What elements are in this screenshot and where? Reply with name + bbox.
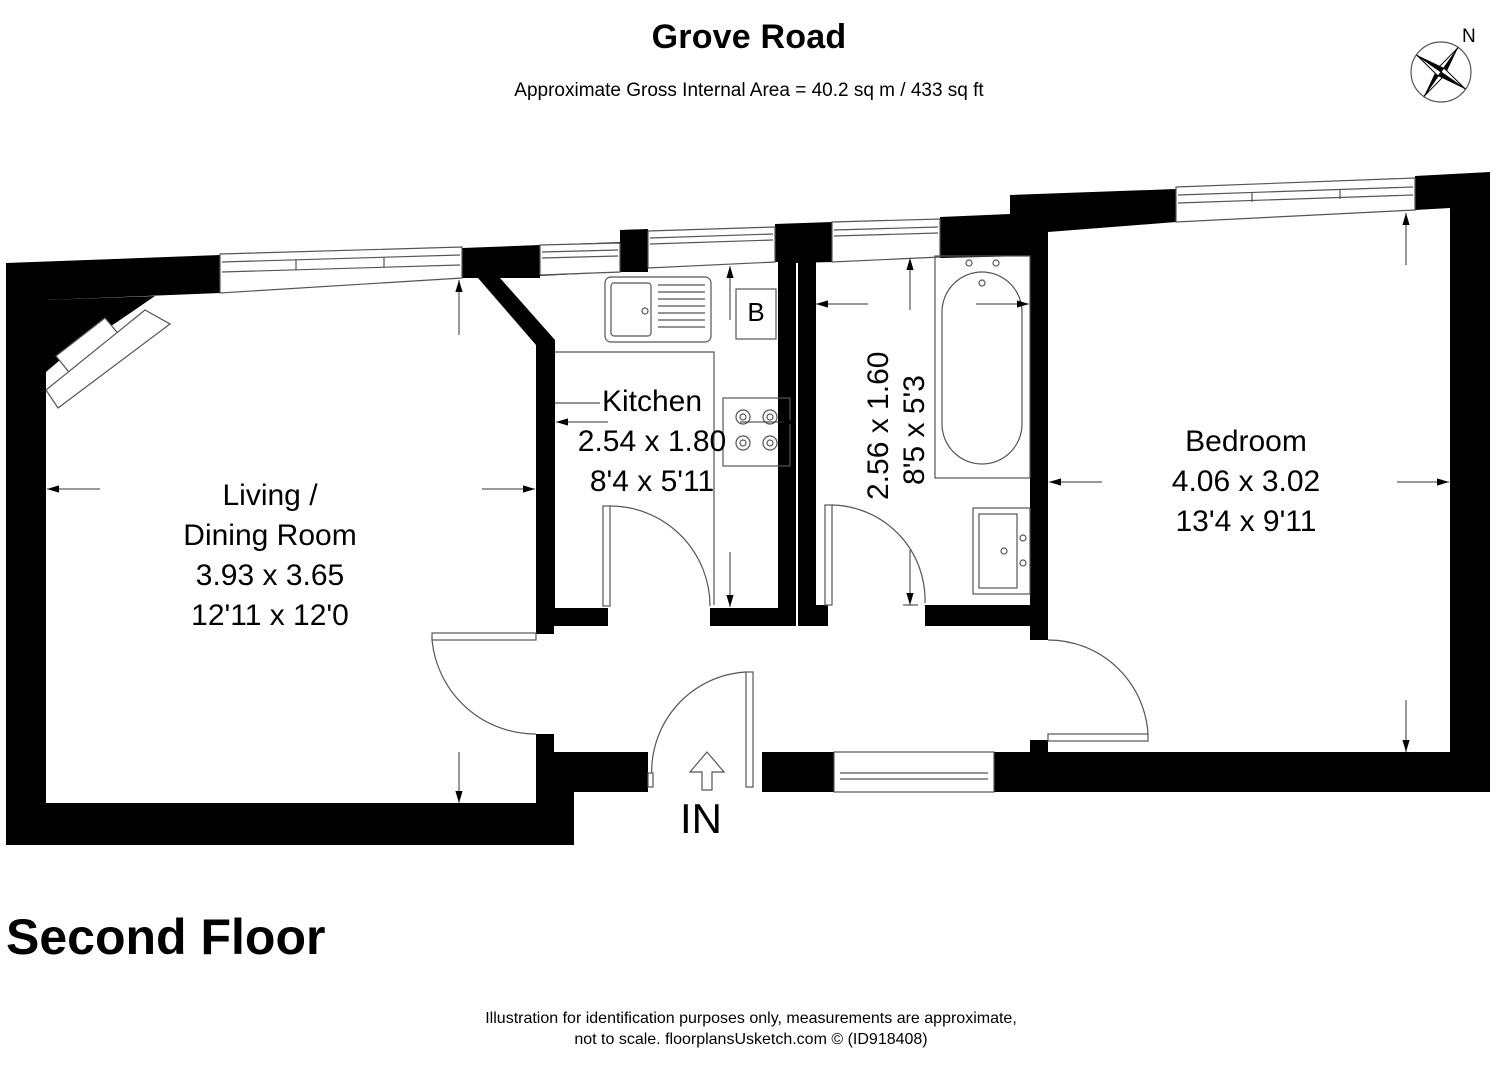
room-name: Kitchen (601, 385, 703, 418)
bedroom-label: Bedroom 4.06 x 3.02 13'4 x 9'11 (1136, 422, 1356, 542)
disclaimer: Illustration for identification purposes… (0, 1008, 1502, 1050)
room-dimensions-metric: 4.06 x 3.02 (1171, 465, 1321, 498)
gross-internal-area: Approximate Gross Internal Area = 40.2 s… (514, 80, 984, 101)
bathroom-label: 2.56 x 1.60 8'5 x 5'3 (861, 351, 931, 500)
room-dimensions-imperial: 12'11 x 12'0 (191, 599, 349, 632)
north-compass-rose-icon: N (1408, 24, 1488, 104)
north-label: N (1462, 26, 1476, 47)
dimension-arrows (47, 213, 1449, 803)
kitchen-label: Kitchen 2.54 x 1.80 8'4 x 5'11 (552, 382, 752, 502)
disclaimer-line-1: Illustration for identification purposes… (485, 1010, 1017, 1027)
room-dimensions-imperial: 13'4 x 9'11 (1175, 505, 1317, 538)
floor-label: Second Floor (6, 909, 326, 965)
room-name: Dining Room (183, 519, 357, 552)
living-dining-room-label: Living / Dining Room 3.93 x 3.65 12'11 x… (150, 476, 390, 636)
room-dimensions-imperial: 8'4 x 5'11 (589, 465, 715, 498)
entrance-arrow-icon (688, 751, 726, 791)
boiler-label: B (747, 297, 765, 327)
room-dimensions-imperial: 8'5 x 5'3 (898, 375, 931, 485)
hob-icon (722, 397, 791, 467)
room-name: Bedroom (1185, 425, 1307, 458)
bathtub-icon (934, 255, 1031, 479)
room-dimensions-metric: 2.54 x 1.80 (577, 425, 727, 458)
kitchen-sink-icon (604, 276, 712, 343)
bathroom-basin-icon (972, 507, 1031, 595)
boiler-icon (735, 288, 777, 340)
disclaimer-line-2: not to scale. floorplansUsketch.com © (I… (574, 1031, 928, 1048)
room-name: Living / (222, 479, 318, 512)
entrance-label: IN (680, 795, 722, 842)
doors (431, 504, 1149, 788)
fireplace (45, 309, 172, 409)
room-dimensions-metric: 3.93 x 3.65 (195, 559, 345, 592)
plan-title: Grove Road (651, 18, 847, 56)
room-dimensions-metric: 2.56 x 1.60 (862, 351, 895, 500)
walls (6, 172, 1490, 845)
windows (219, 177, 1416, 793)
